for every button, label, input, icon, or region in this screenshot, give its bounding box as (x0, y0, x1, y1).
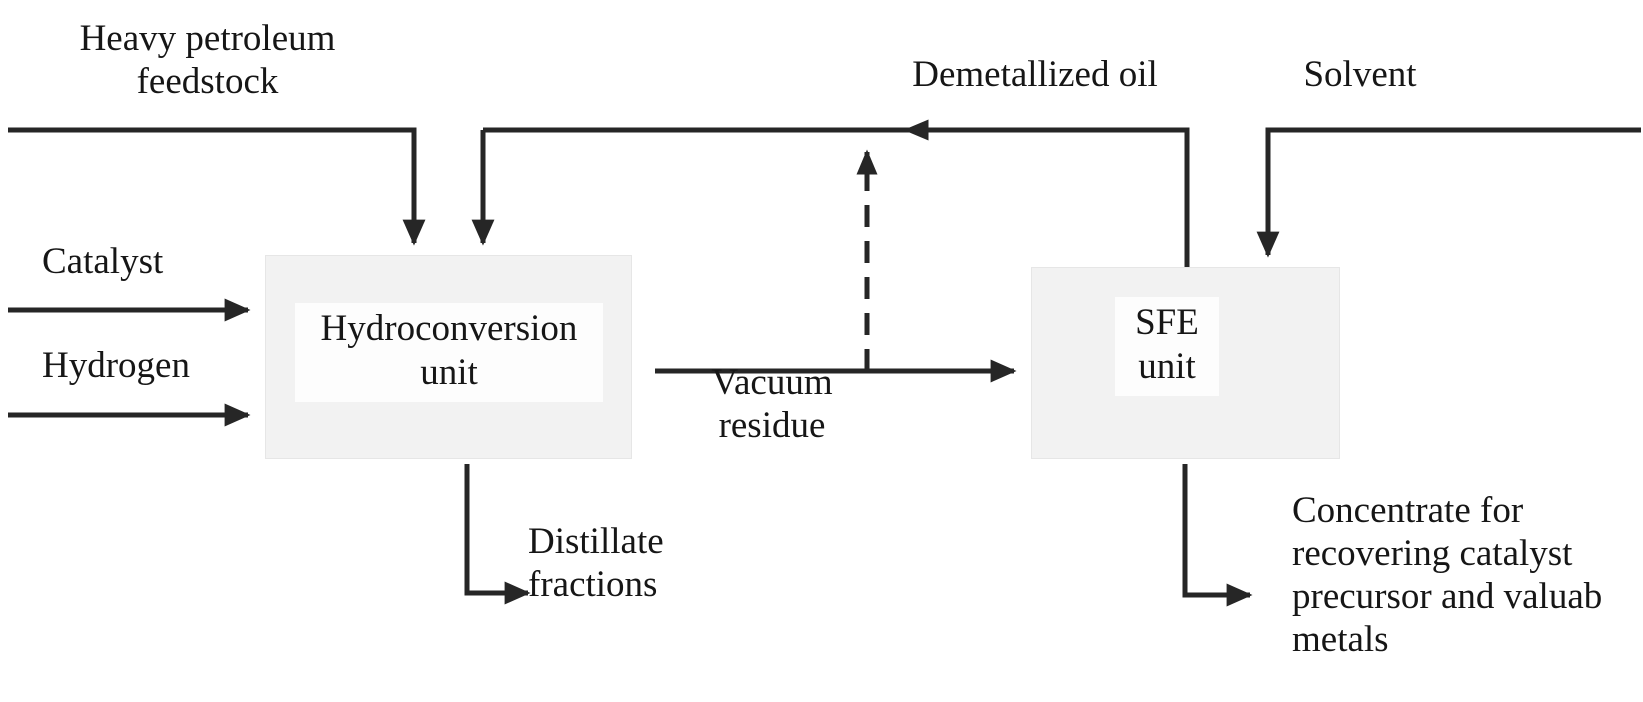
unit-label-sfe: SFE unit (1115, 297, 1219, 397)
stream-label-concentrate-line2: recovering catalyst (1292, 532, 1573, 574)
unit-label-hydroconversion-line1: Hydroconversion (320, 308, 578, 349)
stream-label-concentrate-line1: Concentrate for (1292, 490, 1524, 531)
stream-line-demetallized-oil (483, 127, 1190, 267)
unit-label-sfe-line2: unit (1138, 345, 1196, 387)
stream-line-distillate-fractions (464, 464, 531, 605)
unit-label-hydroconversion: Hydroconversion unit (295, 303, 603, 403)
stream-label-solvent-line1: Solvent (1303, 54, 1417, 95)
stream-label-distillate-fractions-line1: Distillate (528, 521, 664, 562)
stream-label-hydrogen: Hydrogen (42, 345, 282, 388)
stream-label-heavy-petroleum-feedstock: Heavy petroleum feedstock (60, 18, 355, 104)
stream-label-hydrogen-line1: Hydrogen (42, 345, 190, 386)
stream-label-heavy-petroleum-feedstock-line1: Heavy petroleum (79, 18, 336, 59)
stream-label-demetallized-oil-line1: Demetallized oil (912, 54, 1158, 95)
stream-label-demetallized-oil: Demetallized oil (890, 54, 1180, 97)
stream-label-solvent: Solvent (1270, 54, 1450, 97)
stream-label-vacuum-residue: Vacuum residue (672, 362, 872, 448)
stream-label-concentrate: Concentrate for recovering catalyst prec… (1292, 490, 1643, 662)
stream-label-distillate-fractions-line2: fractions (528, 563, 658, 605)
stream-label-vacuum-residue-line1: Vacuum (711, 362, 833, 403)
stream-label-concentrate-line3: precursor and valuab (1292, 575, 1603, 617)
stream-line-heavy-petroleum-feedstock (8, 127, 426, 246)
unit-label-sfe-line1: SFE (1135, 302, 1199, 343)
stream-label-distillate-fractions: Distillate fractions (528, 521, 788, 607)
unit-label-hydroconversion-line2: unit (420, 351, 478, 393)
stream-label-vacuum-residue-line2: residue (718, 404, 826, 446)
stream-line-concentrate (1182, 464, 1253, 607)
stream-label-catalyst: Catalyst (42, 241, 272, 284)
stream-label-catalyst-line1: Catalyst (42, 241, 164, 282)
stream-label-heavy-petroleum-feedstock-line2: feedstock (136, 60, 279, 102)
stream-label-concentrate-line4: metals (1292, 618, 1389, 660)
stream-line-solvent (1256, 127, 1641, 258)
